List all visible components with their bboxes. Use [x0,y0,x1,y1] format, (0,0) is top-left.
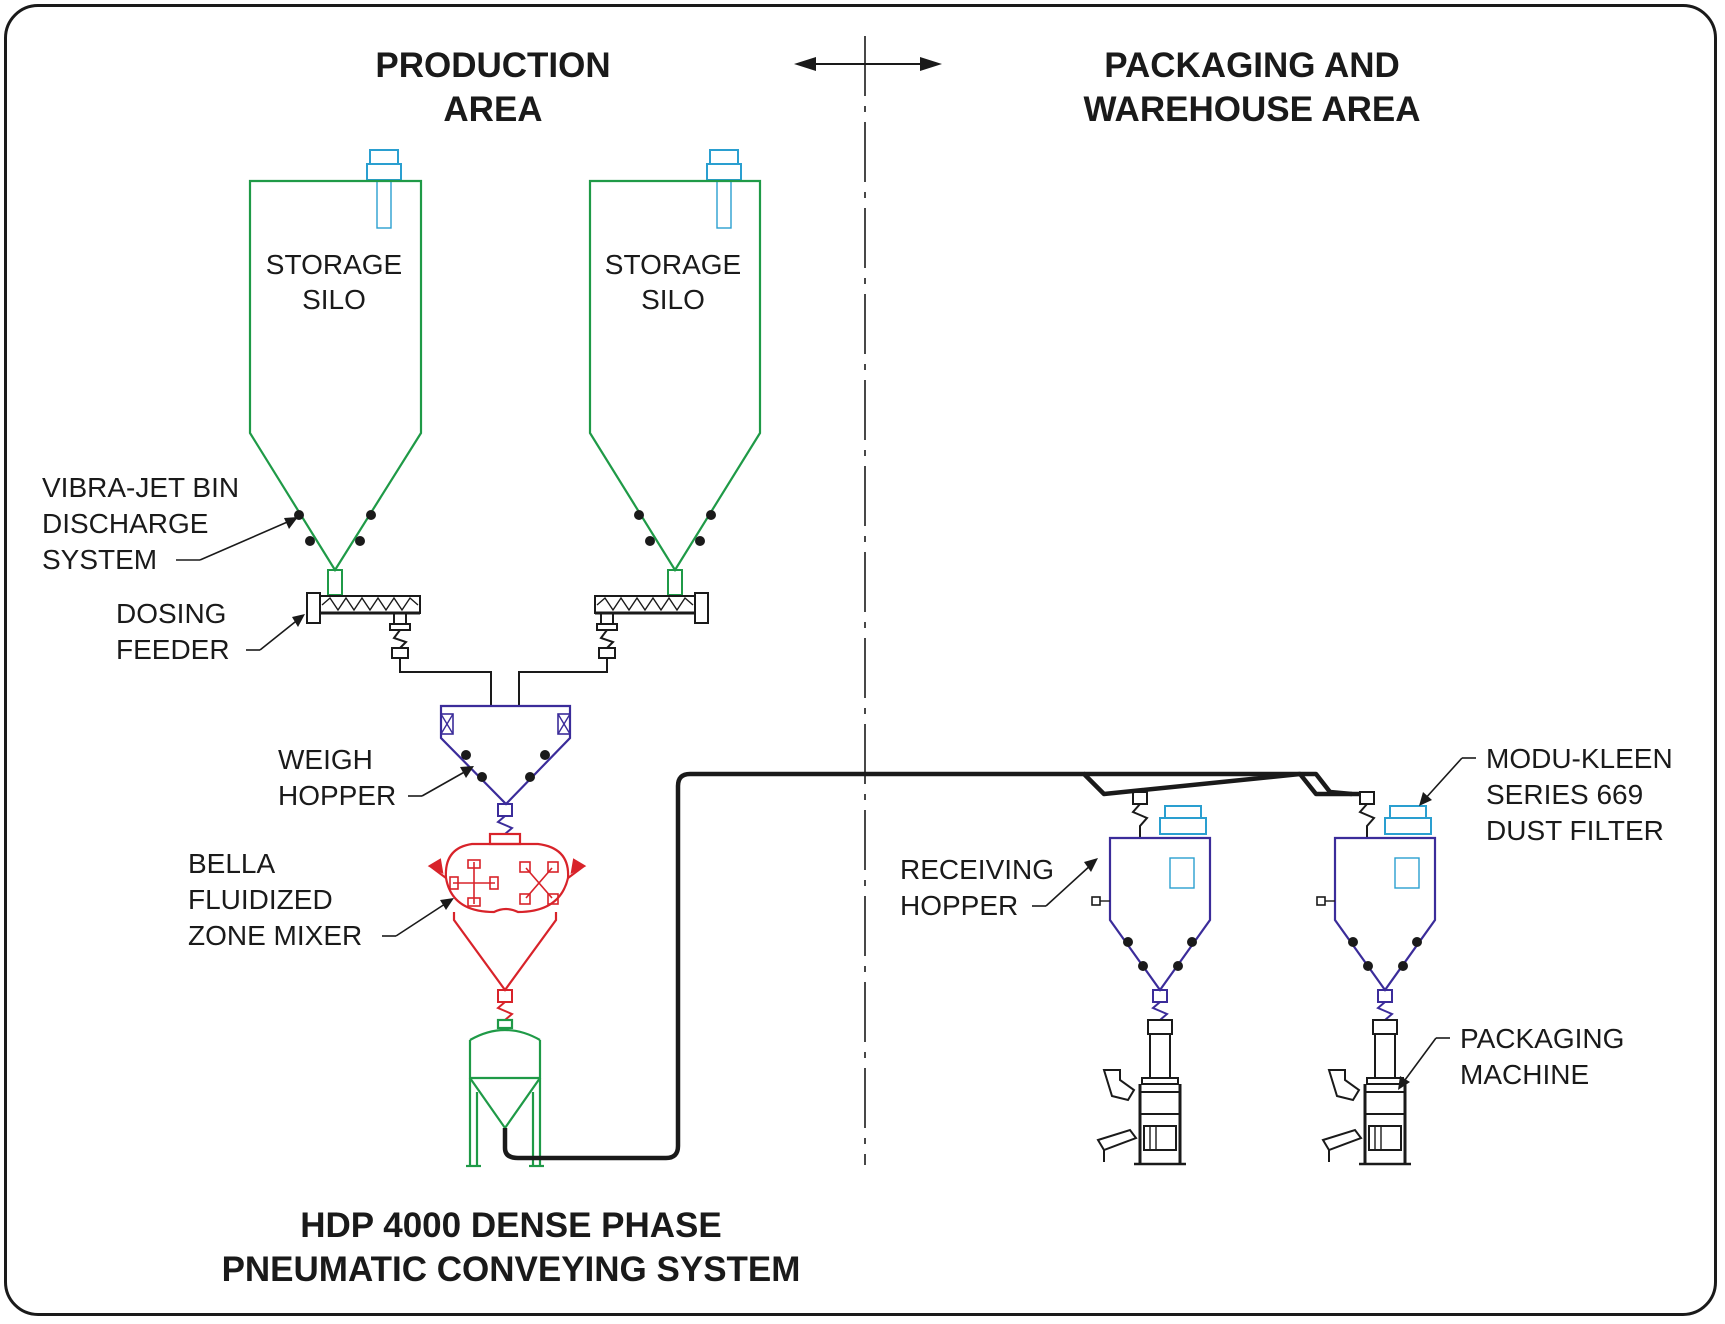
dosing-feeder-label-line2: FEEDER [116,634,230,665]
weigh-hopper [439,704,572,835]
packaging-machine-1 [1096,1019,1186,1166]
production-area-header-line1: PRODUCTION [375,46,610,85]
callout-mixer: BELLA FLUIDIZED ZONE MIXER [188,848,454,951]
conveying-line [502,771,1360,1161]
dust-filter-label-line1: MODU-KLEEN [1486,743,1673,774]
callout-weigh-hopper: WEIGH HOPPER [278,744,474,811]
dosing-feeder-2 [594,592,709,659]
weigh-hopper-label-line1: WEIGH [278,744,373,775]
receiving-hopper-2 [1316,791,1437,1021]
callout-vibra-jet: VIBRA-JET BIN DISCHARGE SYSTEM [42,472,298,575]
hopper-1-dust-filter-icon [1159,805,1207,889]
system-title-line1: HDP 4000 DENSE PHASE [300,1206,721,1245]
storage-silo-2: STORAGE SILO [588,149,762,596]
packaging-area-header-line1: PACKAGING AND [1104,46,1400,85]
callout-receiving-hopper: RECEIVING HOPPER [900,854,1098,921]
silo-2-dust-filter-icon [706,149,742,229]
receiving-hopper-label-line2: HOPPER [900,890,1018,921]
silo-1-label-line1: STORAGE [266,249,402,280]
vibra-jet-label-line1: VIBRA-JET BIN [42,472,239,503]
callout-packaging-machine: PACKAGING MACHINE [1398,1023,1624,1090]
dust-filter-label-line2: SERIES 669 [1486,779,1643,810]
weigh-hopper-label-line2: HOPPER [278,780,396,811]
packaging-machine-2 [1321,1019,1411,1166]
mixer-label-line1: BELLA [188,848,275,879]
conveying-line-branch [1084,771,1353,797]
silo-2-label-line2: SILO [641,284,705,315]
mixer-label-line3: ZONE MIXER [188,920,362,951]
packaging-machine-label-line2: MACHINE [1460,1059,1589,1090]
vibra-jet-label-line2: DISCHARGE [42,508,208,539]
mixer-label-line2: FLUIDIZED [188,884,333,915]
silo-1-label-line2: SILO [302,284,366,315]
storage-silo-1: STORAGE SILO [248,149,423,596]
double-arrow-icon [794,57,942,71]
feeder-to-hopper-lines [399,658,608,706]
callout-dosing-feeder: DOSING FEEDER [116,598,305,665]
hopper-2-dust-filter-icon [1384,805,1432,889]
dust-filter-label-line3: DUST FILTER [1486,815,1664,846]
packaging-machine-label-line1: PACKAGING [1460,1023,1624,1054]
dosing-feeder-1 [306,592,421,659]
bella-fluidized-zone-mixer [427,832,587,1021]
vibra-jet-label-line3: SYSTEM [42,544,157,575]
production-area-header-line2: AREA [443,90,542,129]
receiving-hopper-1 [1091,791,1212,1021]
diagram-frame [4,4,1717,1316]
receiving-hopper-label-line1: RECEIVING [900,854,1054,885]
dosing-feeder-label-line1: DOSING [116,598,226,629]
system-title-line2: PNEUMATIC CONVEYING SYSTEM [222,1250,801,1289]
packaging-area-header-line2: WAREHOUSE AREA [1083,90,1420,129]
silo-2-label-line1: STORAGE [605,249,741,280]
callout-dust-filter: MODU-KLEEN SERIES 669 DUST FILTER [1419,743,1673,846]
silo-1-dust-filter-icon [366,149,402,229]
